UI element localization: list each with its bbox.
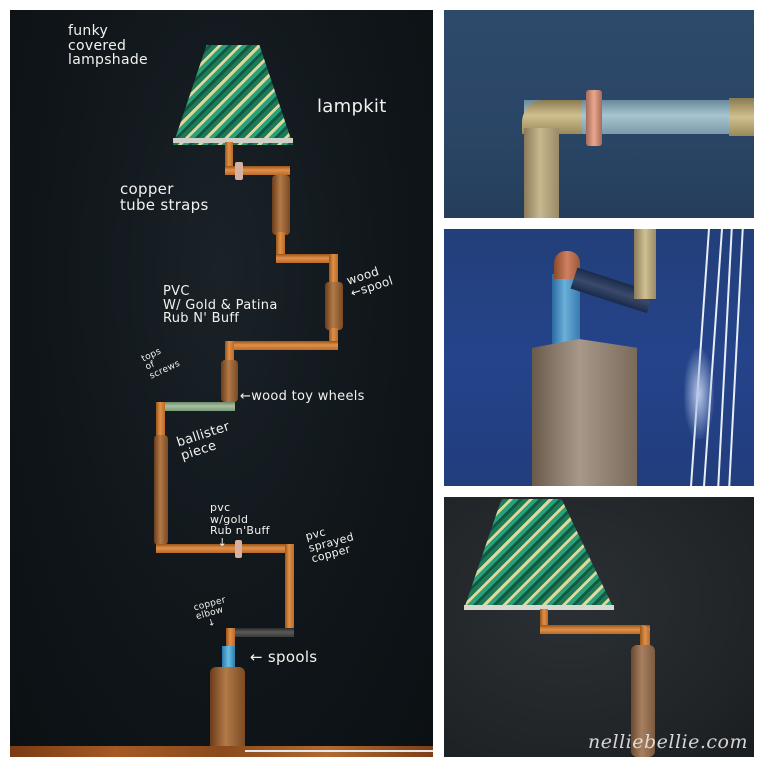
pvc-sprayed-copper: [285, 544, 294, 634]
label-ballister-piece: ballister piece: [174, 419, 232, 464]
label-wood-toy-wheels: ←wood toy wheels: [240, 389, 365, 404]
wood-spool: [325, 282, 343, 330]
copper-strap: [586, 90, 602, 146]
label-wood-spool: wood ←spool: [344, 264, 395, 300]
watermark: nelliebellie.com: [588, 731, 748, 753]
power-cord: [245, 750, 433, 752]
pipe-seg: [276, 232, 285, 257]
main-chalkboard-photo: funky covered lampshade lampkit copper t…: [10, 10, 433, 757]
pipe-seg: [156, 544, 294, 553]
pipe-top-horizontal: [225, 166, 290, 175]
copper-strap: [235, 540, 242, 558]
baluster-top: [272, 175, 290, 235]
label-copper-tube-straps: copper tube straps: [120, 180, 209, 214]
pipe-seg: [156, 402, 165, 437]
wood-post: [524, 128, 559, 218]
spools: [222, 646, 235, 668]
finished-lamp-photo: nelliebellie.com: [444, 497, 754, 757]
lampshade: [464, 499, 614, 609]
pipe-seg: [230, 628, 294, 637]
label-tops-of-screws: tops of screws: [140, 346, 182, 382]
ballister-piece: [154, 435, 168, 545]
pipe-seg: [276, 254, 338, 263]
baluster: [631, 645, 655, 757]
label-copper-elbow: copper elbow ↓: [192, 595, 228, 632]
copper-strap: [235, 162, 243, 180]
wood-toy-wheels: [221, 360, 238, 402]
chalk-drawing: [684, 349, 714, 439]
elbow: [640, 625, 650, 647]
label-lampkit: lampkit: [317, 96, 387, 117]
pipe-seg: [225, 341, 338, 350]
wood-floor: [10, 746, 433, 757]
lamp-neck-pipe: [225, 142, 233, 170]
label-pvc-sprayed-copper: pvc sprayed copper: [304, 525, 356, 566]
label-spools: ← spools: [250, 648, 318, 666]
lampshade-rim: [464, 605, 614, 610]
wood-post: [210, 667, 245, 757]
gold-coupling: [729, 98, 754, 136]
horizontal-pipe: [540, 625, 650, 634]
pipe-seg: [329, 254, 338, 284]
pipe-seg: [329, 328, 338, 348]
pipe-seg: [225, 341, 234, 363]
closeup-spool-photo: [444, 229, 754, 486]
closeup-elbow-photo: [444, 10, 754, 218]
label-lampshade: funky covered lampshade: [68, 23, 148, 69]
gold-elbow: [634, 229, 656, 299]
wood-post: [532, 339, 637, 486]
label-pvc-gold-patina: PVC W/ Gold & Patina Rub N' Buff: [163, 284, 278, 327]
pvc-gold-pipe: [160, 402, 235, 411]
label-pvc-gold-rubnbuff: pvc w/gold Rub n'Buff ↓: [210, 501, 270, 549]
copper-elbow: [226, 628, 235, 648]
lampshade: [173, 45, 293, 145]
lamp-neck: [540, 609, 548, 631]
lampshade-rim: [173, 138, 293, 143]
